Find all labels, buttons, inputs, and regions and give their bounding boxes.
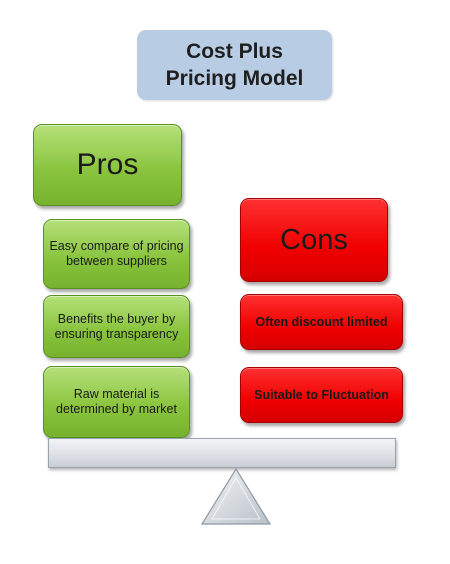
title-line-1: Cost Plus <box>186 40 283 63</box>
cons-item-2: Suitable to Fluctuation <box>240 367 403 423</box>
pros-item-2: Benefits the buyer by ensuring transpare… <box>43 295 190 358</box>
pros-item-1: Easy compare of pricing between supplier… <box>43 219 190 289</box>
pros-heading: Pros <box>33 124 182 206</box>
cons-heading: Cons <box>240 198 388 282</box>
pros-item-3: Raw material is determined by market <box>43 366 190 438</box>
diagram-title: Cost Plus Pricing Model <box>137 30 332 100</box>
cons-item-1: Often discount limited <box>240 294 403 350</box>
title-line-2: Pricing Model <box>165 67 304 90</box>
balance-beam <box>48 438 396 468</box>
fulcrum-triangle-icon <box>200 468 272 525</box>
